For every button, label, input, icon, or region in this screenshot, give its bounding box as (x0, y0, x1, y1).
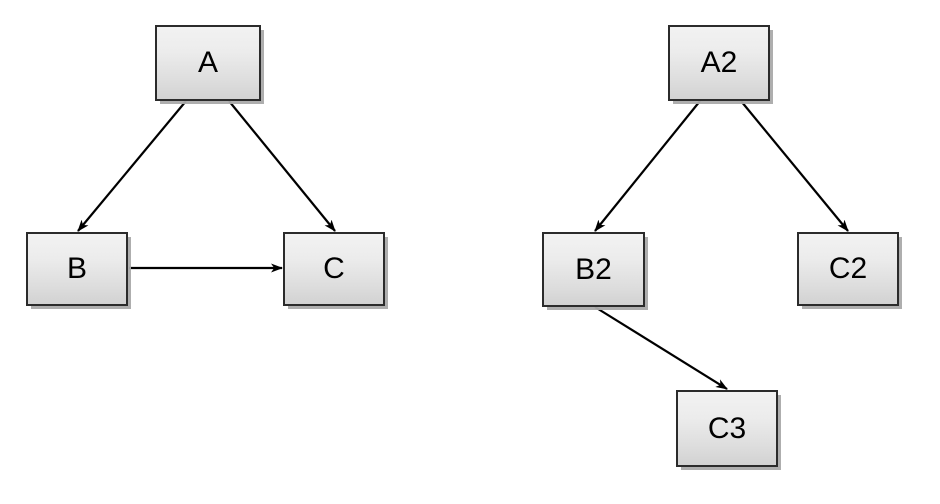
node-label: C2 (828, 252, 868, 285)
edge-b2-to-c3 (594, 306, 728, 390)
node-b2[interactable]: B2 (542, 232, 645, 307)
node-label: A (197, 46, 218, 79)
node-b[interactable]: B (26, 232, 128, 306)
edge-a-to-b (77, 100, 187, 232)
node-label: C (323, 252, 345, 285)
node-label: C3 (707, 411, 747, 445)
edge-a2-to-b2 (594, 100, 701, 232)
node-a[interactable]: A (155, 25, 261, 101)
node-label: A2 (700, 46, 738, 79)
node-label: B (66, 252, 87, 285)
node-c2[interactable]: C2 (797, 232, 899, 306)
edge-a-to-c (228, 100, 336, 232)
node-a2[interactable]: A2 (668, 25, 770, 101)
node-label: B2 (575, 252, 612, 286)
node-c3[interactable]: C3 (676, 390, 778, 467)
node-c[interactable]: C (283, 232, 385, 306)
edge-a2-to-c2 (740, 100, 849, 232)
